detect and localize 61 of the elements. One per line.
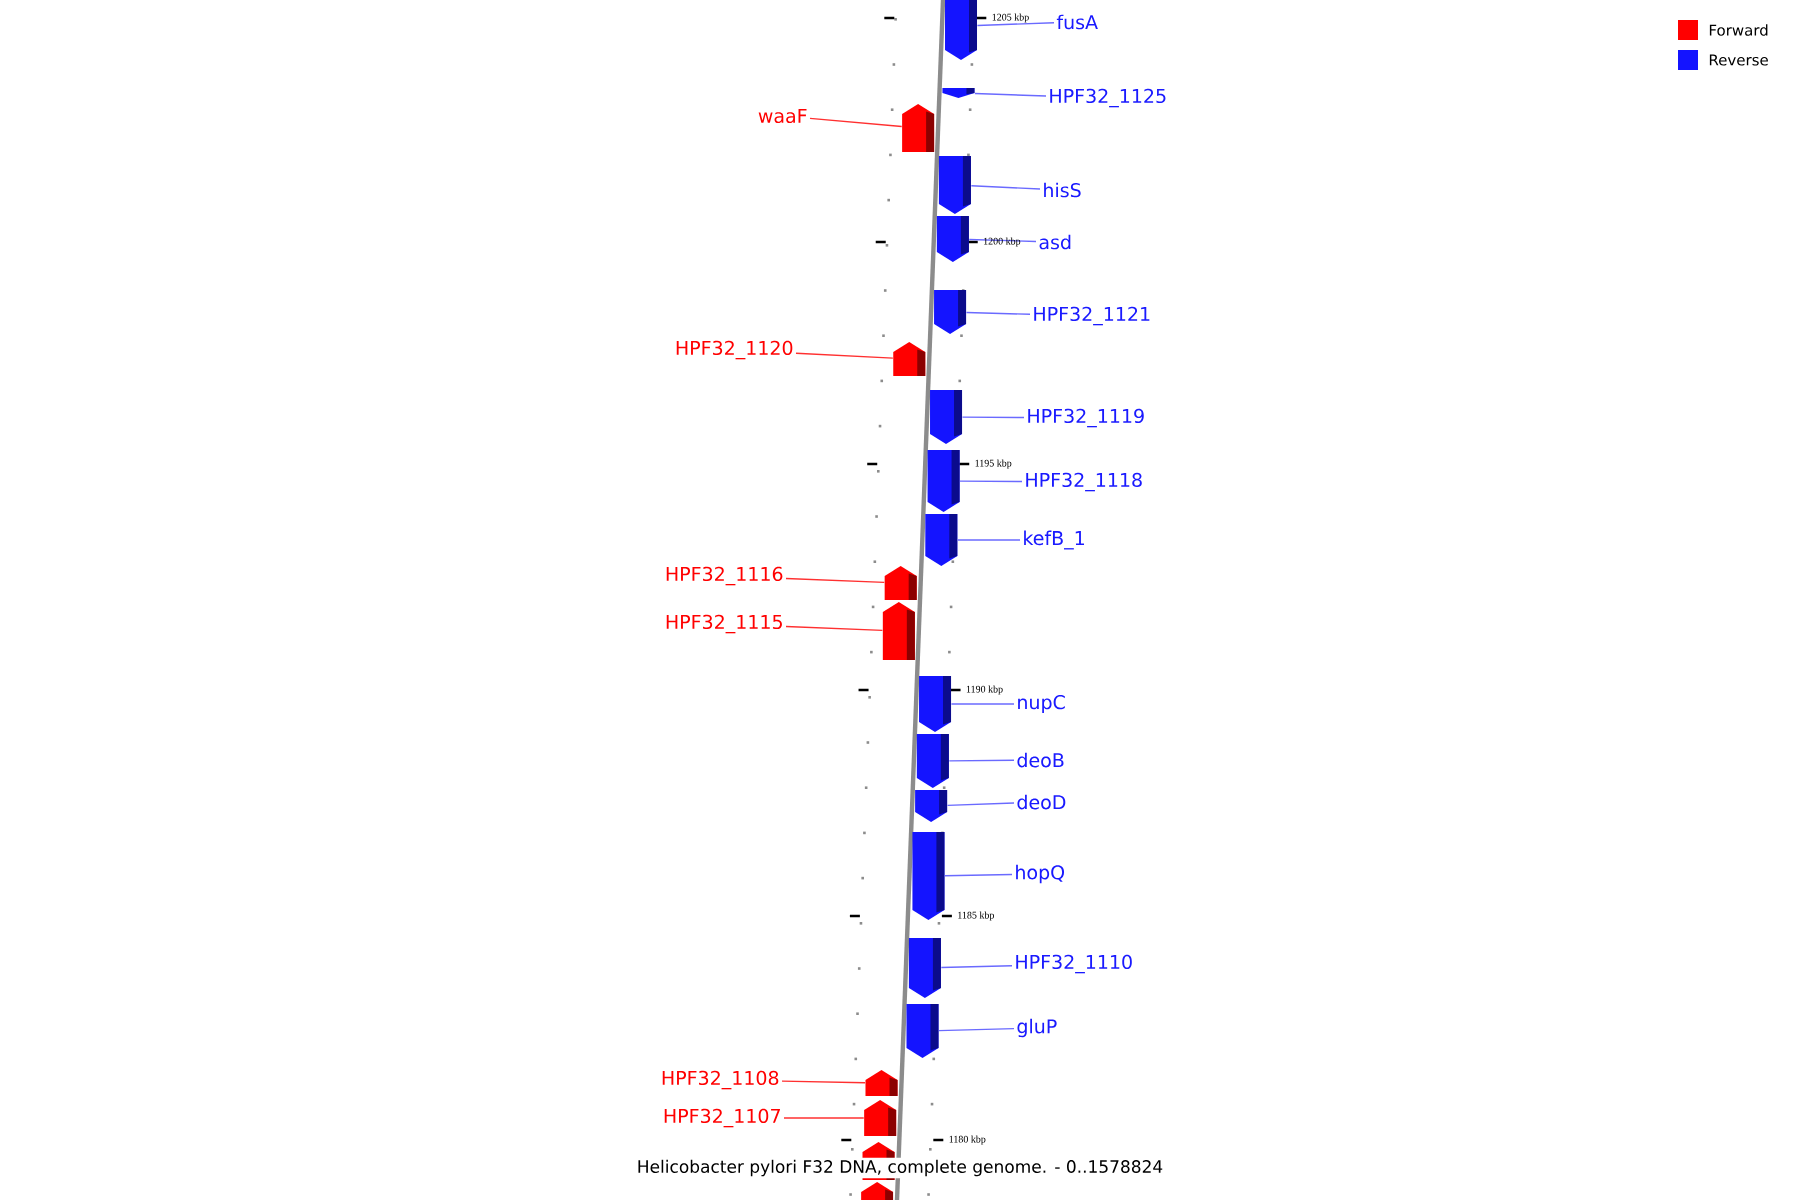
leader-line bbox=[785, 625, 884, 632]
gene-block bbox=[884, 566, 917, 600]
gene-label: hisS bbox=[1044, 182, 1081, 198]
leader-line bbox=[961, 416, 1025, 419]
gene-block bbox=[925, 514, 958, 566]
gene-block bbox=[893, 342, 926, 376]
gene-block bbox=[906, 1004, 939, 1058]
leader-line bbox=[948, 759, 1015, 762]
gene-label: deoB bbox=[1017, 752, 1064, 768]
gene-block bbox=[861, 1182, 894, 1200]
leader-line bbox=[965, 311, 1031, 315]
gene-block bbox=[908, 938, 941, 998]
leader-line bbox=[944, 873, 1013, 877]
leader-line bbox=[938, 1027, 1015, 1032]
gene-label: fusA bbox=[1056, 14, 1098, 30]
leader-line bbox=[974, 92, 1047, 97]
gene-label: waaF bbox=[758, 108, 807, 124]
leader-line bbox=[785, 577, 885, 584]
gene-label: deoD bbox=[1017, 794, 1066, 810]
gene-block bbox=[882, 602, 915, 660]
gene-label: HPF32_1115 bbox=[666, 614, 782, 634]
gene-block bbox=[938, 156, 971, 214]
gene-label: HPF32_1118 bbox=[1026, 472, 1142, 492]
gene-label: HPF32_1119 bbox=[1028, 408, 1144, 428]
gene-label: HPF32_1108 bbox=[662, 1070, 779, 1090]
gene-block bbox=[930, 390, 963, 444]
gene-label: HPF32_1116 bbox=[666, 566, 783, 586]
leader-line bbox=[809, 117, 903, 128]
leader-line bbox=[946, 802, 1015, 807]
gene-label: hopQ bbox=[1016, 864, 1065, 884]
leader-line bbox=[957, 539, 1021, 541]
leader-line bbox=[795, 352, 894, 359]
gene-block bbox=[927, 450, 960, 512]
leader-line bbox=[959, 480, 1023, 483]
leader-line bbox=[976, 22, 1055, 27]
gene-block bbox=[864, 1100, 897, 1136]
gene-block bbox=[915, 790, 948, 822]
gene-label: kefB_1 bbox=[1024, 530, 1084, 550]
gene-label: HPF32_1110 bbox=[1016, 954, 1132, 974]
leader-line bbox=[783, 1117, 865, 1119]
gene-block bbox=[942, 88, 975, 98]
gene-block bbox=[934, 290, 967, 334]
gene-label: gluP bbox=[1017, 1018, 1057, 1038]
gene-block bbox=[919, 676, 952, 732]
gene-label: HPF32_1125 bbox=[1050, 88, 1166, 108]
gene-block bbox=[945, 0, 977, 60]
leader-line bbox=[781, 1080, 866, 1084]
gene-block bbox=[902, 104, 935, 152]
leader-line bbox=[950, 703, 1015, 705]
gene-label: asd bbox=[1039, 234, 1071, 250]
leader-line bbox=[940, 964, 1013, 969]
gene-block bbox=[865, 1070, 898, 1096]
leader-line bbox=[970, 185, 1041, 190]
gene-label: HPF32_1107 bbox=[664, 1108, 780, 1128]
gene-label: HPF32_1120 bbox=[676, 340, 793, 360]
gene-block bbox=[912, 832, 945, 920]
gene-block bbox=[916, 734, 949, 788]
leader-line bbox=[968, 238, 1037, 243]
gene-block bbox=[936, 216, 969, 262]
gene-label: nupC bbox=[1018, 694, 1065, 714]
gene-label: HPF32_1121 bbox=[1034, 306, 1150, 326]
